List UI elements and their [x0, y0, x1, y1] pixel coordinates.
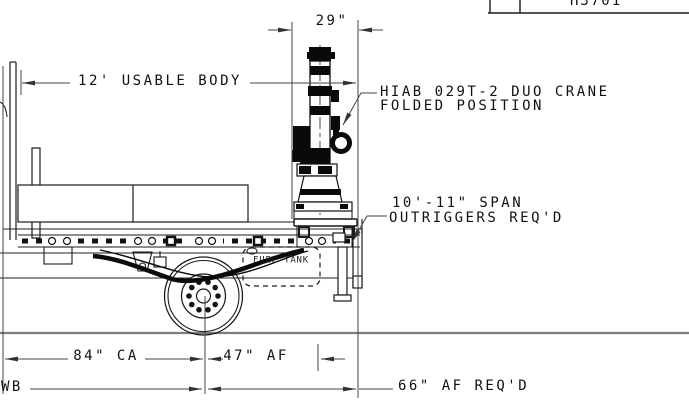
- dim-label-wb: WB: [1, 379, 23, 395]
- crane-label-line2: FOLDED POSITION: [380, 98, 544, 114]
- fuel-tank-label: FUEL TANK: [253, 255, 309, 266]
- rub-rail-fittings: [42, 235, 333, 247]
- crane-collar: [310, 66, 330, 75]
- title-block-part-number: H3701: [570, 0, 623, 9]
- extension-lines: [2, 20, 359, 398]
- leader-outriggers: [351, 215, 387, 243]
- title-block-cell: H3701: [520, 0, 689, 13]
- crane-valve-block: [293, 126, 310, 150]
- crane-folded: [292, 45, 353, 220]
- outriggers-label-line1: 10'-11" SPAN: [392, 195, 524, 211]
- crane-top-cap: [309, 47, 331, 61]
- crane-label-line1: HIAB 029T-2 DUO CRANE: [380, 84, 610, 100]
- crane-hook: [330, 132, 352, 154]
- cab-back-curve: [0, 101, 8, 118]
- title-block-border: [488, 0, 689, 14]
- dimension-lines: [5, 27, 393, 392]
- leader-crane: [342, 92, 377, 126]
- dim-label-47af: 47" AF: [223, 348, 289, 364]
- outrigger-foot: [333, 294, 352, 302]
- crane-collar: [310, 106, 330, 115]
- crane-collar: [308, 86, 332, 96]
- outriggers-label-line2: OUTRIGGERS REQ'D: [389, 210, 564, 226]
- deck-and-rub-rail: [18, 219, 363, 248]
- dim-label-usable-body: 12' USABLE BODY: [78, 73, 242, 89]
- dim-label-29in: 29": [315, 13, 349, 29]
- dim-label-66af: 66" AF REQ'D: [398, 378, 530, 394]
- dim-label-84ca: 84" CA: [73, 348, 139, 364]
- rear-wheel: [163, 256, 244, 336]
- body-side-boxes: [17, 184, 249, 223]
- leaf-spring: [92, 247, 309, 284]
